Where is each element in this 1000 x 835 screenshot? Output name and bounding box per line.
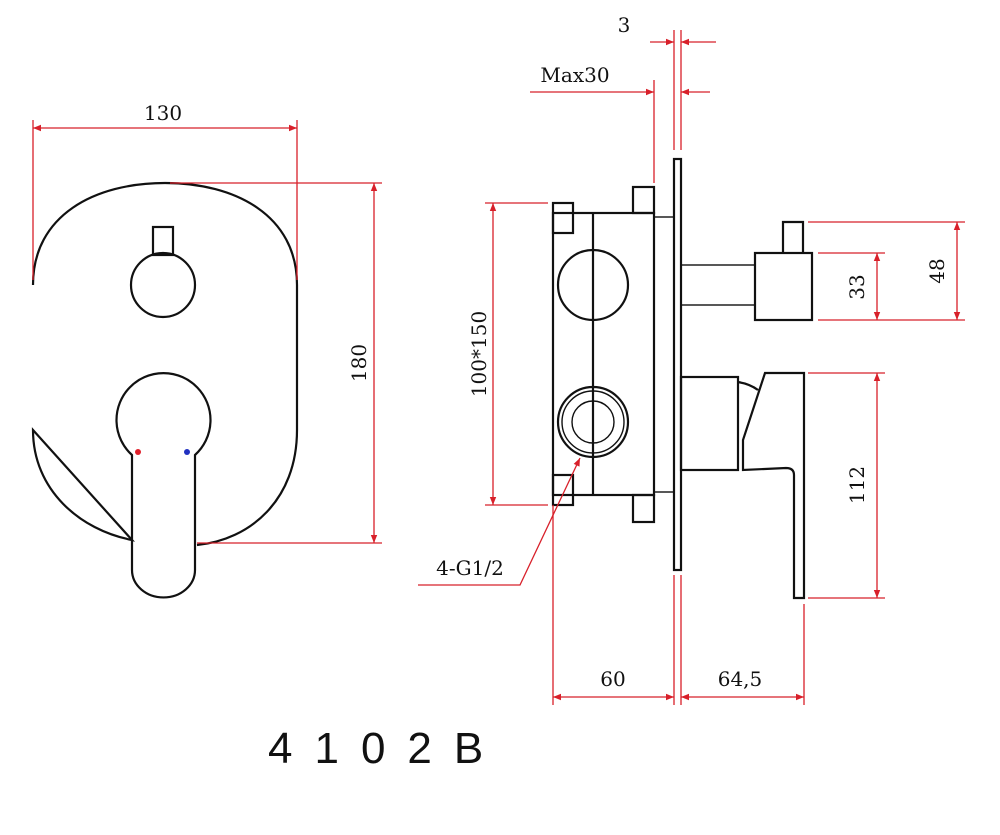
dimension-height-180: 180: [170, 182, 382, 544]
dimension-depth-60: 60: [552, 505, 675, 705]
dimension-handle-112: 112: [808, 372, 885, 599]
lever-handle-side: [737, 371, 806, 600]
box-tab: [631, 185, 656, 215]
dimension-knob-33: 33: [818, 252, 965, 321]
hot-indicator-dot: [135, 449, 141, 455]
dimension-label: Max30: [540, 63, 609, 87]
lever-handle: [115, 372, 212, 599]
diverter-knob-side: [781, 220, 805, 253]
dimension-label: 60: [600, 667, 625, 691]
dimension-label: 64,5: [718, 667, 763, 691]
valve-box: [551, 211, 656, 497]
diverter-stem: [151, 225, 175, 257]
dimension-label: 48: [925, 258, 949, 283]
dimension-label: 112: [845, 466, 869, 504]
flange: [653, 216, 675, 493]
side-view: 3 Max30 100*150 33 48: [418, 13, 965, 705]
dimension-max30: Max30: [530, 63, 710, 183]
cover-plate-outline: [31, 181, 299, 547]
dimension-label: 33: [845, 274, 869, 299]
dimension-width-130: 130: [32, 101, 298, 280]
lower-port: [556, 385, 630, 459]
dimension-knob-48: 48: [808, 221, 965, 320]
diverter-body: [753, 251, 814, 322]
dimension-projection-64-5: 64,5: [680, 575, 805, 705]
dimension-box-100x150: 100*150: [467, 202, 548, 506]
front-view: 130 180: [31, 101, 382, 599]
lever-body: [679, 375, 740, 472]
dimension-label: 100*150: [467, 311, 491, 397]
cold-indicator-dot: [184, 449, 190, 455]
model-number: 4102B: [268, 724, 505, 773]
box-tab: [631, 493, 656, 524]
upper-port: [556, 248, 630, 322]
leader-connection: 4-G1/2: [418, 457, 581, 586]
dimension-plate-3: 3: [618, 13, 716, 150]
dimension-label: 130: [144, 101, 182, 125]
dimension-label: 3: [618, 13, 631, 37]
dimension-label: 180: [347, 344, 371, 382]
dimension-label: 4-G1/2: [436, 556, 504, 580]
box-tab: [551, 201, 575, 235]
box-tab: [551, 473, 575, 507]
diverter-knob: [129, 251, 197, 319]
diverter-spindle: [680, 264, 756, 306]
wall-plate: [672, 157, 683, 572]
